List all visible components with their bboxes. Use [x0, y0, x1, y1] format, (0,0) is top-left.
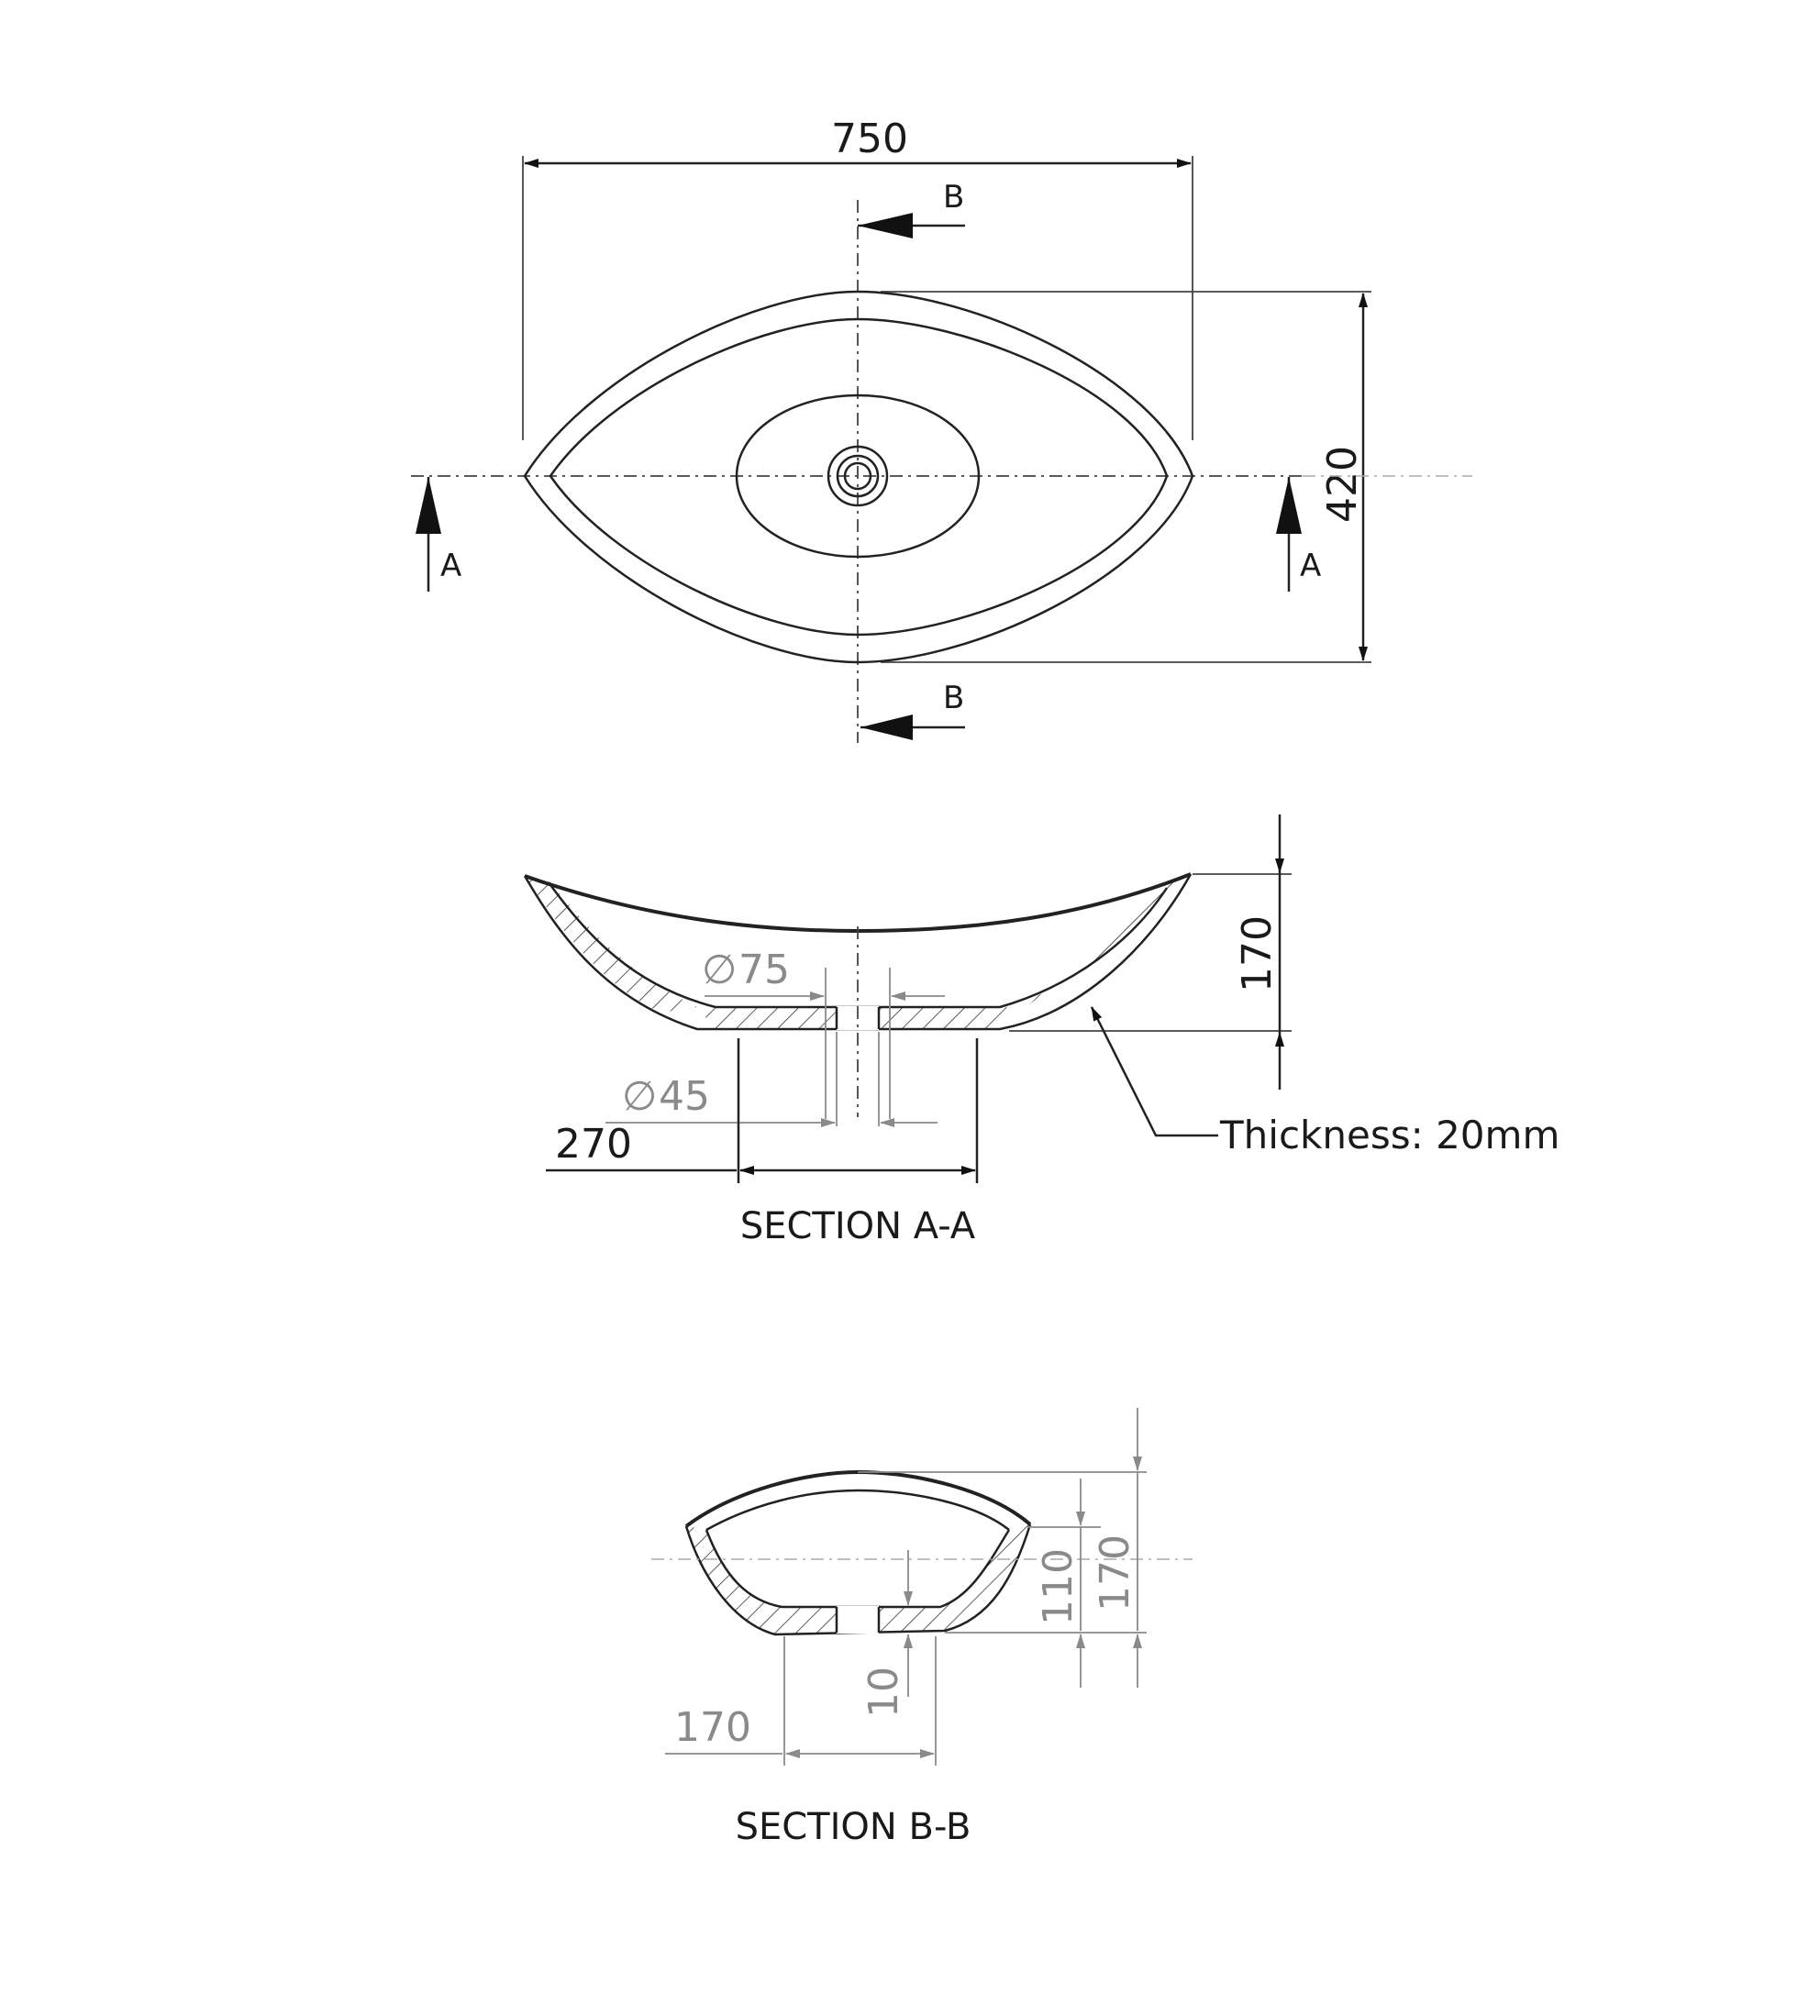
section-b-bottom-arrow-icon: [860, 714, 913, 740]
section-a-view: 170 ∅ 75 ∅ 45 270 Thickness: 20mm SECTIO…: [523, 814, 1559, 1247]
d45-label: 45: [659, 1073, 710, 1120]
section-b-title: SECTION B-B: [736, 1806, 971, 1848]
section-a-wall-left: [525, 876, 697, 1013]
section-a-right-arrow-icon: [1276, 477, 1302, 534]
dim-750-label: 750: [831, 116, 908, 162]
section-b-view: 110 170 10 170 SECTION B-B: [651, 1408, 1193, 1848]
section-b-wall-right: [940, 1524, 1030, 1631]
sb-dim-110-label: 110: [1035, 1548, 1082, 1625]
sb-dim-10-label: 10: [860, 1667, 907, 1718]
section-b-rim-inner: [705, 1489, 1010, 1532]
d45-diameter-icon: ∅: [622, 1073, 657, 1120]
section-a-left-arrow-icon: [416, 477, 441, 534]
d75-diameter-icon: ∅: [702, 947, 737, 993]
basin-bottom-ellipse: [735, 393, 981, 559]
basin-outer-rim: [523, 290, 1194, 664]
basin-inner-rim: [549, 317, 1169, 637]
section-b-top-label: B: [943, 179, 964, 216]
thickness-leader: [1090, 1006, 1218, 1137]
drain-middle-circle: [836, 454, 880, 498]
dim-420-label: 420: [1319, 446, 1366, 523]
section-b-drain-gap: [837, 1606, 879, 1634]
d75-label: 75: [738, 947, 790, 993]
drain-inner-circle: [843, 461, 872, 491]
section-b-top-arrow-icon: [858, 213, 913, 238]
sa-dim-270-label: 270: [555, 1121, 632, 1168]
plan-view: 750 420 A A B B: [411, 116, 1472, 743]
section-b-inner-curve: [705, 1529, 1011, 1609]
drain-outer-circle: [827, 445, 889, 507]
section-a-title: SECTION A-A: [740, 1205, 976, 1247]
sa-dim-170-label: 170: [1234, 915, 1281, 992]
section-a-outer-curve: [523, 873, 1193, 1031]
thickness-note: Thickness: 20mm: [1219, 1113, 1559, 1158]
sb-dim-base-170-label: 170: [674, 1704, 751, 1751]
section-a-rim-curve: [524, 872, 1192, 934]
section-b-bottom-label: B: [943, 680, 964, 716]
section-b-rim-outer: [684, 1469, 1032, 1528]
sb-dim-170-label: 170: [1092, 1534, 1138, 1612]
section-a-left-label: A: [440, 548, 461, 584]
section-a-wall-right: [1000, 874, 1191, 1029]
section-a-right-label: A: [1300, 548, 1321, 584]
